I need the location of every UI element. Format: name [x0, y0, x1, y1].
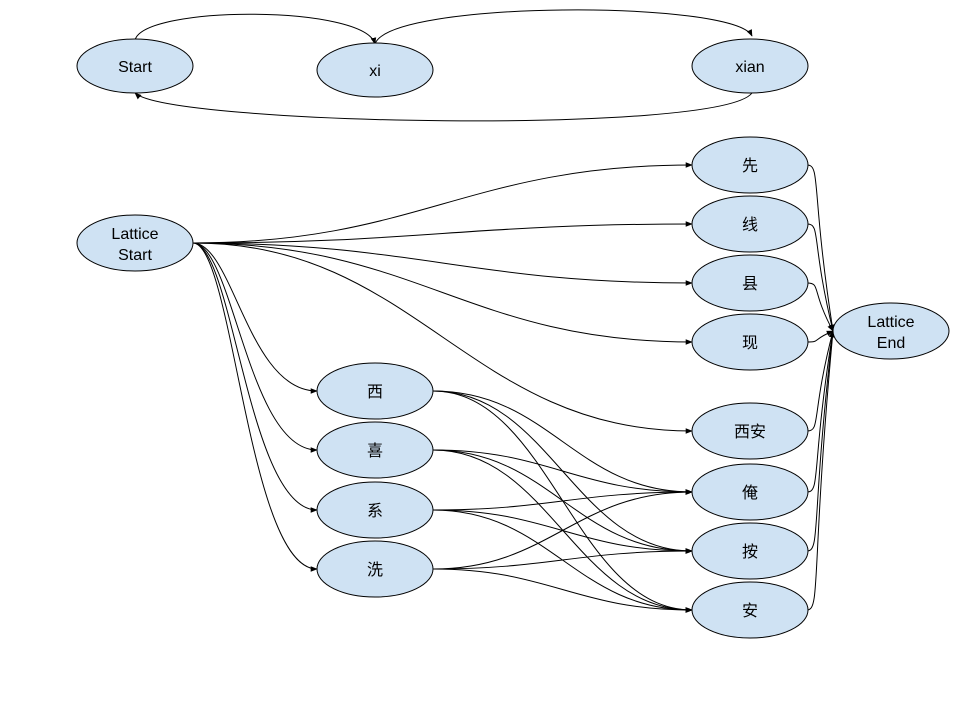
node-xian-city: 西安 — [691, 402, 809, 460]
edge-xian-to-start — [134, 92, 753, 122]
lattice-edges — [192, 162, 836, 613]
edge-xi4-to-an3 — [432, 568, 693, 613]
node-xian-now-label: 现 — [742, 335, 758, 352]
node-lattice-end-label-line2: End — [877, 335, 905, 352]
node-xian-now: 现 — [691, 313, 809, 371]
edge-xi2-to-an1 — [432, 449, 693, 495]
top-graph: Start xi xian — [76, 9, 809, 122]
edge-lattice-start-to-xian-city — [192, 242, 693, 434]
edge-lattice-start-to-xi2 — [192, 242, 318, 453]
edge-xian2-to-lattice-end — [806, 223, 835, 332]
edge-lattice-start-to-xian2 — [192, 221, 693, 244]
node-an-peace-label: 安 — [742, 602, 758, 620]
node-xi-happy-label: 喜 — [367, 442, 383, 460]
edge-lattice-start-to-xi1 — [192, 242, 318, 394]
node-xian-line-label: 线 — [742, 216, 758, 234]
node-an-peace: 安 — [691, 581, 809, 639]
node-xi-west-label: 西 — [367, 384, 383, 401]
lattice-graph: Lattice Start 先 线 县 现 西安 俺 按 — [76, 136, 950, 639]
edge-lattice-start-to-xian1 — [192, 162, 693, 244]
node-an-press: 按 — [691, 522, 809, 580]
edge-lattice-start-to-xi4 — [192, 242, 318, 572]
edge-xi-to-xian — [374, 9, 753, 45]
edge-xi4-to-an1 — [432, 489, 693, 570]
node-xi-happy: 喜 — [316, 421, 434, 479]
edge-xi4-to-an2 — [432, 548, 693, 570]
node-an-press-label: 按 — [742, 543, 758, 561]
node-lattice-end-label-line1: Lattice — [867, 314, 914, 331]
edge-lattice-start-to-xian4 — [192, 242, 693, 345]
edge-an3-to-lattice-end — [806, 330, 836, 611]
edge-an2-to-lattice-end — [806, 330, 836, 552]
node-xian-first-label: 先 — [742, 157, 758, 175]
node-an-i-label: 俺 — [742, 484, 758, 502]
edge-xi1-to-an1 — [432, 390, 693, 495]
node-xi-west: 西 — [316, 362, 434, 420]
node-an-i: 俺 — [691, 463, 809, 521]
node-xian-city-label: 西安 — [734, 423, 766, 441]
edge-xian1-to-lattice-end — [806, 164, 835, 332]
edge-xian3-to-lattice-end — [806, 282, 834, 332]
node-xi-label: xi — [369, 63, 381, 80]
node-xian: xian — [691, 38, 809, 94]
node-xi-system-label: 系 — [367, 502, 383, 520]
node-xian-label: xian — [735, 59, 764, 76]
edge-xian4-to-lattice-end — [806, 330, 834, 343]
node-xian-county-label: 县 — [742, 276, 758, 293]
node-start: Start — [76, 38, 194, 94]
node-xi-system: 系 — [316, 481, 434, 539]
node-xian-first: 先 — [691, 136, 809, 194]
node-xian-line: 线 — [691, 195, 809, 253]
node-lattice-end: Lattice End — [832, 302, 950, 360]
node-lattice-start-label-line2: Start — [118, 247, 152, 264]
node-xi-wash: 洗 — [316, 540, 434, 598]
node-xi-wash-label: 洗 — [367, 561, 383, 579]
edge-lattice-start-to-xian3 — [192, 242, 693, 286]
edge-xi3-to-an1 — [432, 489, 693, 511]
edge-start-to-xi — [134, 13, 377, 45]
edge-xian-city-to-lattice-end — [806, 330, 835, 432]
node-lattice-start-label-line1: Lattice — [111, 226, 158, 243]
node-lattice-start: Lattice Start — [76, 214, 194, 272]
edge-an1-to-lattice-end — [806, 330, 835, 493]
node-start-label: Start — [118, 59, 152, 76]
node-xian-county: 县 — [691, 254, 809, 312]
node-xi: xi — [316, 42, 434, 98]
edge-lattice-start-to-xi3 — [192, 242, 318, 513]
